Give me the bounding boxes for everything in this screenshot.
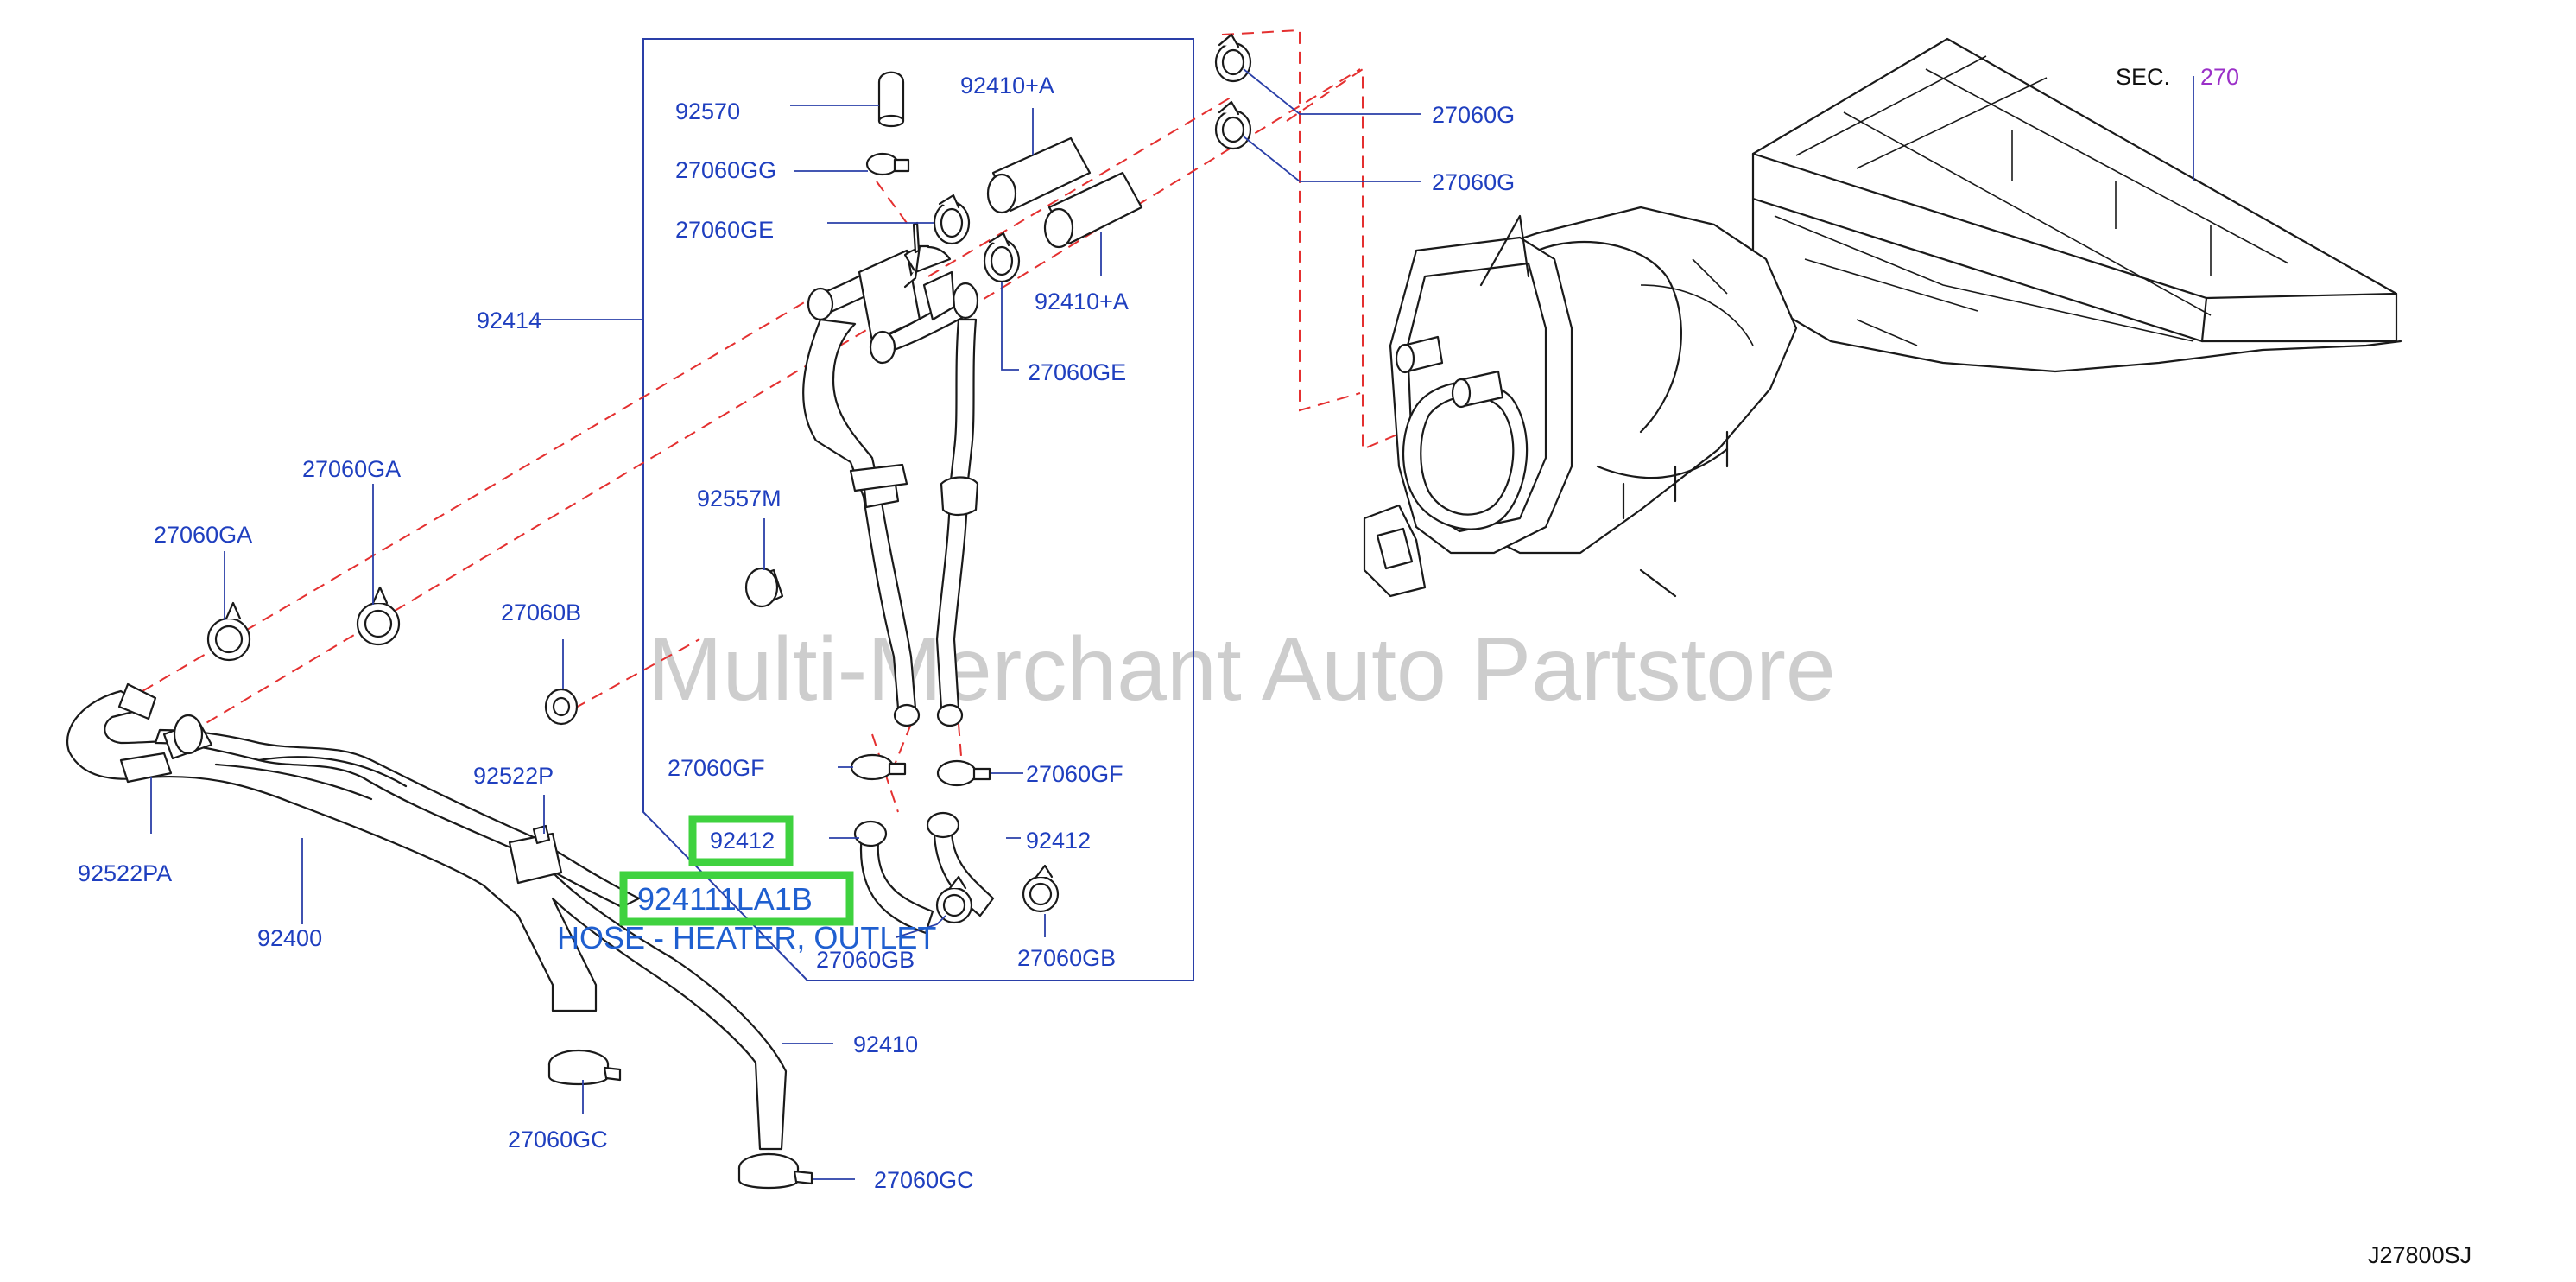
callout-92410a-top[interactable]: 92410+A (960, 73, 1054, 98)
highlighted-part-description: HOSE - HEATER, OUTLET (557, 920, 936, 955)
callout-92412-left[interactable]: 92412 (710, 828, 775, 854)
callout-27060gb-left[interactable]: 27060GB (816, 947, 915, 973)
section-ref-prefix: SEC. (2116, 64, 2170, 90)
small-parts (206, 33, 1252, 1190)
callout-92410a-bottom[interactable]: 92410+A (1035, 289, 1129, 314)
callout-27060gf-left[interactable]: 27060GF (668, 755, 765, 781)
assembly-frame (642, 38, 1194, 981)
intake-manifold-drawing (1363, 37, 2402, 598)
diagram-code: J27800SJ (2368, 1242, 2472, 1268)
callout-27060ga-right[interactable]: 27060GA (302, 456, 401, 482)
callout-92414[interactable]: 92414 (477, 308, 541, 333)
alignment-guides (142, 29, 1404, 813)
callout-92400[interactable]: 92400 (257, 925, 322, 951)
heater-pipe-assembly (802, 221, 979, 727)
leader-lines (150, 68, 2194, 1180)
callout-92410[interactable]: 92410 (853, 1031, 918, 1057)
callout-27060ge-right[interactable]: 27060GE (1028, 359, 1126, 385)
callout-92570[interactable]: 92570 (675, 98, 740, 124)
callout-27060gc-left[interactable]: 27060GC (508, 1127, 608, 1152)
callout-27060gc-bottom[interactable]: 27060GC (874, 1167, 974, 1193)
callout-27060gf-right[interactable]: 27060GF (1026, 761, 1123, 787)
callout-27060ge-left[interactable]: 27060GE (675, 217, 774, 243)
callout-27060g-top[interactable]: 27060G (1432, 102, 1515, 128)
heater-hoses (66, 682, 788, 1151)
callout-92412-right[interactable]: 92412 (1026, 828, 1091, 854)
callout-27060b[interactable]: 27060B (501, 600, 581, 625)
callout-92522p[interactable]: 92522P (473, 763, 554, 789)
callout-27060gb-right[interactable]: 27060GB (1017, 945, 1116, 971)
highlighted-part-number[interactable]: 924111LA1B (637, 881, 813, 917)
callout-27060g-bottom[interactable]: 27060G (1432, 169, 1515, 195)
highlight-box-92412 (688, 815, 794, 866)
callout-92557m[interactable]: 92557M (697, 486, 782, 511)
section-ref-number[interactable]: 270 (2200, 64, 2239, 90)
callout-27060gg[interactable]: 27060GG (675, 157, 776, 183)
callout-92522pa[interactable]: 92522PA (78, 860, 172, 886)
callout-27060ga-left[interactable]: 27060GA (154, 522, 252, 548)
highlight-box-part-number (619, 871, 854, 926)
watermark-text: Multi-Merchant Auto Partstore (648, 619, 1836, 720)
